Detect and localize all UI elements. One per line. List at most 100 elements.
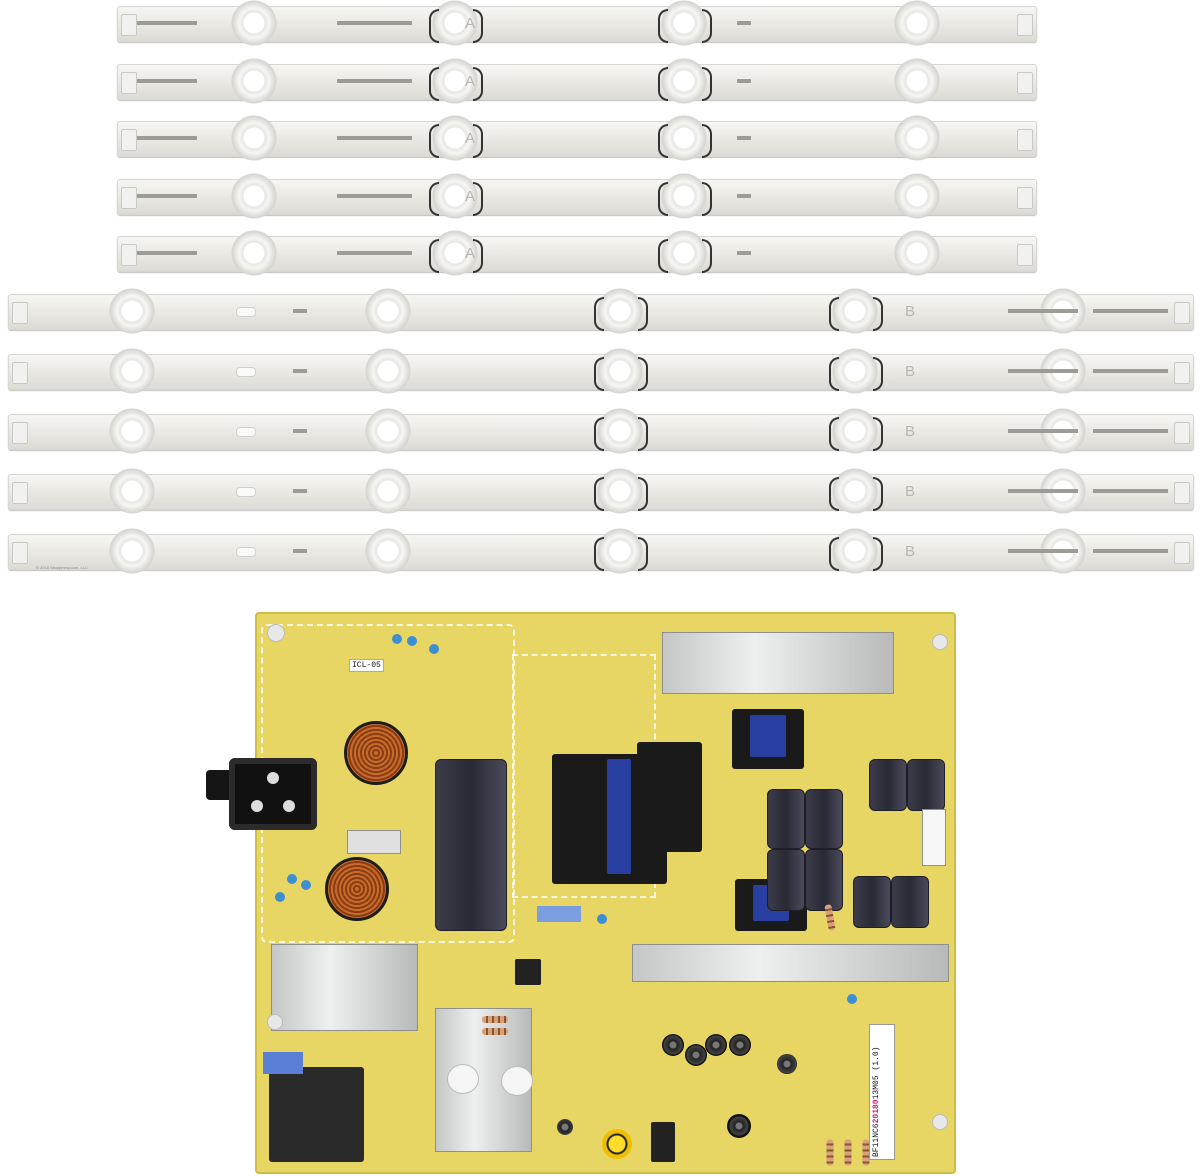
- strip-print: [1093, 549, 1168, 553]
- led-lens: [661, 57, 707, 104]
- led-lens: [597, 348, 643, 394]
- strip-connector: [1017, 71, 1033, 94]
- output-cap-1: [767, 789, 805, 849]
- strip-connector: [12, 302, 28, 324]
- lens-bracket: [429, 239, 439, 273]
- lens-bracket: [873, 297, 883, 331]
- strip-type-letter: A: [465, 72, 476, 90]
- output-cap-5: [869, 759, 907, 811]
- post-white-2: [501, 1066, 533, 1096]
- lens-bracket: [829, 297, 839, 331]
- led-lens: [231, 0, 277, 46]
- strip-connector: [12, 362, 28, 384]
- strip-print: [293, 489, 307, 493]
- strip-slot: [236, 487, 256, 497]
- led-lens: [832, 348, 878, 394]
- cap-small-4: [729, 1034, 751, 1056]
- cap-yellow: [602, 1129, 632, 1159]
- lens-bracket: [658, 181, 668, 216]
- led-lens: [832, 408, 878, 454]
- mount-hole-3: [932, 1114, 948, 1130]
- mount-hole-4: [267, 1014, 283, 1030]
- strip-connector: [1017, 186, 1033, 209]
- led-strip: B: [8, 468, 1194, 514]
- led-strip: B: [8, 528, 1194, 574]
- barcode-sticker: BF11NC62018013M05 (1.0): [869, 1024, 895, 1160]
- led-lens: [597, 408, 643, 454]
- led-strip: A: [117, 115, 1037, 161]
- led-lens: [432, 0, 478, 46]
- led-lens: [894, 115, 940, 161]
- lens-bracket: [702, 66, 712, 101]
- strip-connector: [12, 422, 28, 444]
- led-lens: [894, 230, 940, 276]
- strip-print: [737, 136, 751, 140]
- strip-slot: [236, 547, 256, 557]
- post-white-1: [447, 1064, 479, 1094]
- resistor-2: [482, 1028, 508, 1035]
- led-lens: [832, 468, 878, 514]
- output-cap-8: [891, 876, 929, 928]
- lens-bracket: [702, 239, 712, 273]
- lens-bracket: [873, 417, 883, 451]
- ceramic-cap-5: [287, 874, 297, 884]
- strip-print: [737, 251, 751, 255]
- led-strip: B: [8, 288, 1194, 334]
- strip-print: [337, 251, 412, 255]
- ceramic-cap-6: [301, 880, 311, 890]
- strip-print: [1093, 369, 1168, 373]
- lens-bracket: [702, 181, 712, 216]
- strip-type-letter: A: [465, 187, 476, 205]
- strip-print: [337, 136, 412, 140]
- strip-print: [137, 193, 197, 198]
- lens-bracket: [638, 477, 648, 511]
- strip-connector: [1174, 542, 1190, 564]
- output-cap-6: [907, 759, 945, 811]
- ceramic-cap-8: [847, 994, 857, 1004]
- strip-connector: [121, 14, 137, 36]
- toroid-coil-lower: [325, 857, 389, 921]
- strip-print: [1008, 309, 1078, 313]
- transformer-standby: [269, 1067, 364, 1162]
- strip-connector: [1017, 14, 1033, 36]
- lens-bracket: [658, 9, 668, 43]
- led-lens: [432, 115, 478, 161]
- strip-print: [1008, 489, 1078, 493]
- strip-print: [137, 251, 197, 255]
- lens-bracket: [594, 477, 604, 511]
- lens-bracket: [829, 357, 839, 391]
- strip-print: [293, 549, 307, 553]
- main-capacitor: [435, 759, 507, 931]
- lens-bracket: [594, 357, 604, 391]
- lens-bracket: [873, 537, 883, 571]
- led-lens: [231, 172, 277, 219]
- lens-bracket: [829, 417, 839, 451]
- strip-connector: [1174, 482, 1190, 504]
- strip-print: [137, 78, 197, 83]
- strip-print: [1093, 309, 1168, 313]
- toroid-coil-upper: [344, 721, 408, 785]
- lens-bracket: [658, 66, 668, 101]
- led-lens: [597, 528, 643, 574]
- resistor-1: [482, 1016, 508, 1023]
- strip-connector: [121, 186, 137, 209]
- strip-print: [737, 21, 751, 25]
- mount-hole-2: [932, 634, 948, 650]
- led-strip: A: [117, 172, 1037, 219]
- strip-connector: [1017, 129, 1033, 151]
- lens-bracket: [658, 239, 668, 273]
- strip-connector: [1174, 302, 1190, 324]
- led-lens: [231, 57, 277, 104]
- cap-small-6: [727, 1114, 751, 1138]
- ceramic-cap-4: [275, 892, 285, 902]
- lens-bracket: [829, 537, 839, 571]
- led-lens: [109, 348, 155, 394]
- led-strip: B: [8, 348, 1194, 394]
- strip-connector: [12, 542, 28, 564]
- led-lens: [365, 348, 411, 394]
- led-strip: A: [117, 0, 1037, 46]
- heatsink-left: [271, 944, 418, 1031]
- strip-connector: [1017, 244, 1033, 266]
- strip-type-letter: B: [905, 483, 916, 500]
- strip-print: [137, 136, 197, 140]
